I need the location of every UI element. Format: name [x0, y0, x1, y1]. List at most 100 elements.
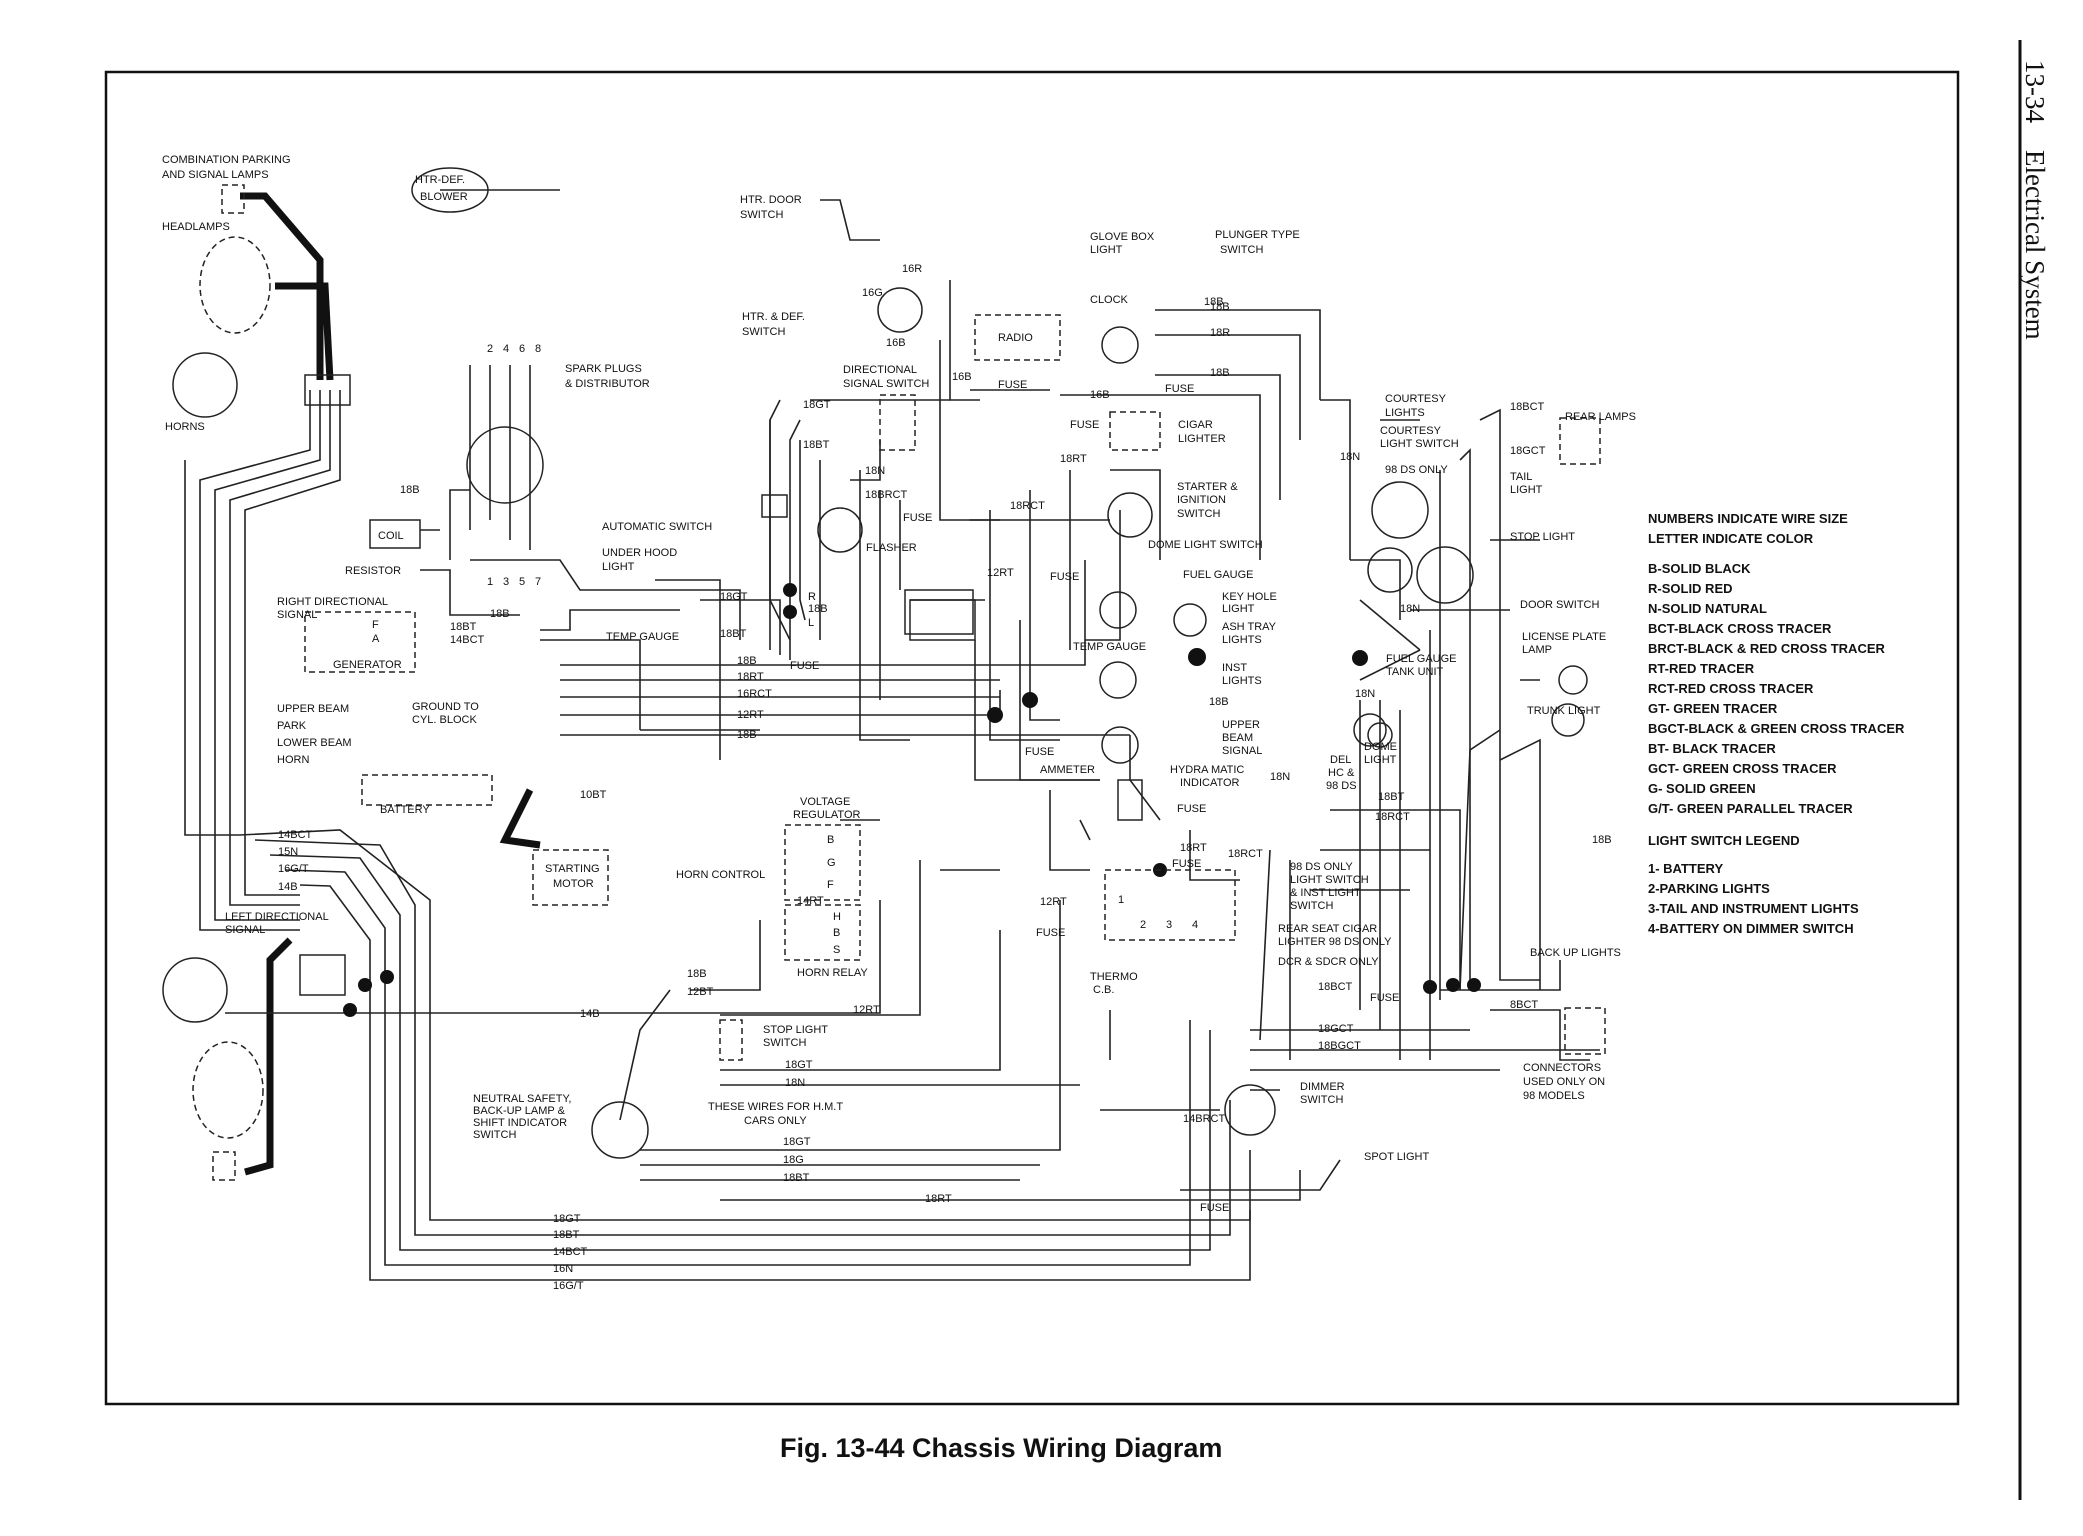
wire-18b-right: 18B [1592, 834, 1612, 846]
label-voltage-reg-2: REGULATOR [793, 809, 860, 821]
label-cigar-2: LIGHTER [1178, 433, 1226, 445]
wire-16b-2: 16B [886, 337, 906, 349]
clock-icon [1101, 326, 1139, 364]
label-htr-def-switch-2: SWITCH [742, 326, 785, 338]
label-clock: CLOCK [1090, 294, 1129, 306]
wire-16b-3: 16B [952, 371, 972, 383]
label-dome-light-2: LIGHT [1364, 754, 1397, 766]
label-tail-1: TAIL [1510, 471, 1532, 483]
label-upper-beam-signal-1: UPPER [1222, 719, 1260, 731]
dist-top-2: 2 [487, 343, 493, 355]
fuel-tank-icon [1353, 713, 1387, 747]
wire-14rt: 14RT [797, 895, 824, 907]
label-battery: BATTERY [380, 804, 430, 816]
label-under-hood-1: UNDER HOOD [602, 547, 677, 559]
legend-color-11: G- SOLID GREEN [1648, 781, 1756, 796]
label-htr-door-switch: SWITCH [740, 209, 783, 221]
wire-12rt-3: 12RT [1040, 896, 1067, 908]
label-inst-2: LIGHTS [1222, 675, 1262, 687]
door-switch-icon [1416, 546, 1474, 604]
wire-14b-2: 14B [580, 1008, 600, 1020]
label-cigar-1: CIGAR [1178, 419, 1213, 431]
label-fuel-tank-2: TANK UNIT [1386, 666, 1444, 678]
generator-icon [304, 611, 416, 673]
wire-18bt-gen: 18BT [450, 621, 477, 633]
wire-18bct-2: 18BCT [1318, 981, 1353, 993]
label-thermo-2: C.B. [1093, 984, 1114, 996]
wire-18gt-4: 18GT [783, 1136, 811, 1148]
dist-bottom-3: 3 [503, 576, 509, 588]
wire-16b-1: 16B [1090, 389, 1110, 401]
label-courtesy-switch-1: COURTESY [1380, 425, 1442, 437]
label-dimmer-1: DIMMER [1300, 1081, 1345, 1093]
label-left-directional-2: SIGNAL [225, 924, 265, 936]
legend: NUMBERS INDICATE WIRE SIZE LETTER INDICA… [1648, 511, 1905, 936]
starting-motor-icon [532, 849, 609, 906]
label-light-switch-4: SWITCH [1290, 900, 1333, 912]
wire-term-l: L [808, 617, 814, 629]
label-back-up-lights: BACK UP LIGHTS [1530, 947, 1621, 959]
label-courtesy-1: COURTESY [1385, 393, 1447, 405]
legend-color-12: G/T- GREEN PARALLEL TRACER [1648, 801, 1853, 816]
dist-bottom-7: 7 [535, 576, 541, 588]
label-upper-beam: UPPER BEAM [277, 703, 349, 715]
wire-14b-1: 14B [278, 881, 298, 893]
label-fuse-8: FUSE [1177, 803, 1206, 815]
label-fuse-5: FUSE [1050, 571, 1079, 583]
label-dcr-only: DCR & SDCR ONLY [1278, 956, 1379, 968]
relay-s: S [833, 944, 840, 956]
wire-18b-1: 18B [1210, 301, 1230, 313]
dist-top-4: 4 [503, 343, 509, 355]
label-starting-motor-1: STARTING [545, 863, 600, 875]
wire-18bt-1: 18BT [803, 439, 830, 451]
label-left-directional-1: LEFT DIRECTIONAL [225, 911, 329, 923]
wire-18rt-3: 18RT [1180, 842, 1207, 854]
wire-18b-4: 18B [490, 608, 510, 620]
wire-18gct-2: 18GCT [1318, 1023, 1354, 1035]
label-starter-2: IGNITION [1177, 494, 1226, 506]
legend-color-7: GT- GREEN TRACER [1648, 701, 1778, 716]
page-number: 13-34 [2020, 60, 2050, 123]
label-fuse-4: FUSE [903, 512, 932, 524]
label-horn: HORN [277, 754, 309, 766]
wire-18b-8: 18B [1209, 696, 1229, 708]
wire-12rt-2: 12RT [737, 709, 764, 721]
label-del-2: HC & [1328, 767, 1355, 779]
label-plunger-1: PLUNGER TYPE [1215, 229, 1300, 241]
label-upper-beam-signal-2: BEAM [1222, 732, 1253, 744]
courtesy-switch-icon [1371, 481, 1429, 539]
label-directional-2: SIGNAL SWITCH [843, 378, 929, 390]
wire-18b-7: 18B [737, 729, 757, 741]
distributor-icon [466, 426, 544, 504]
label-directional-1: DIRECTIONAL [843, 364, 917, 376]
label-light-switch-3: & INST LIGHT [1290, 887, 1361, 899]
wire-16gt-2: 16G/T [553, 1280, 584, 1292]
label-neutral-1: NEUTRAL SAFETY, [473, 1093, 571, 1105]
label-connectors-3: 98 MODELS [1523, 1090, 1585, 1102]
label-glove-box-2: LIGHT [1090, 244, 1123, 256]
headlamp-upper-icon [199, 236, 271, 334]
label-neutral-2: BACK-UP LAMP & [473, 1105, 566, 1117]
label-flasher: FLASHER [866, 542, 917, 554]
legend-switch-0: 1- BATTERY [1648, 861, 1723, 876]
section-title: Electrical System [2020, 150, 2050, 340]
gen-a: A [372, 633, 380, 645]
label-dome-light: DOME [1364, 741, 1397, 753]
wire-18rct-3: 18RCT [1228, 848, 1263, 860]
legend-color-6: RCT-RED CROSS TRACER [1648, 681, 1814, 696]
wire-18n-5: 18N [785, 1077, 805, 1089]
dome-light-icon [1367, 722, 1393, 748]
wire-18g: 18G [783, 1154, 804, 1166]
wire-14bct-2: 14BCT [278, 829, 313, 841]
fuel-gauge-icon [1099, 591, 1137, 629]
label-trunk-light: TRUNK LIGHT [1527, 705, 1601, 717]
wire-18n-4: 18N [1400, 603, 1420, 615]
label-lower-beam: LOWER BEAM [277, 737, 352, 749]
label-stop-switch-1: STOP LIGHT [763, 1024, 828, 1036]
wire-12bt: 12BT [687, 986, 714, 998]
label-license-2: LAMP [1522, 644, 1552, 656]
wire-18b-5: 18B [808, 603, 828, 615]
wire-18bct-1: 18BCT [1510, 401, 1545, 413]
label-hydramatic-1: HYDRA MATIC [1170, 764, 1244, 776]
